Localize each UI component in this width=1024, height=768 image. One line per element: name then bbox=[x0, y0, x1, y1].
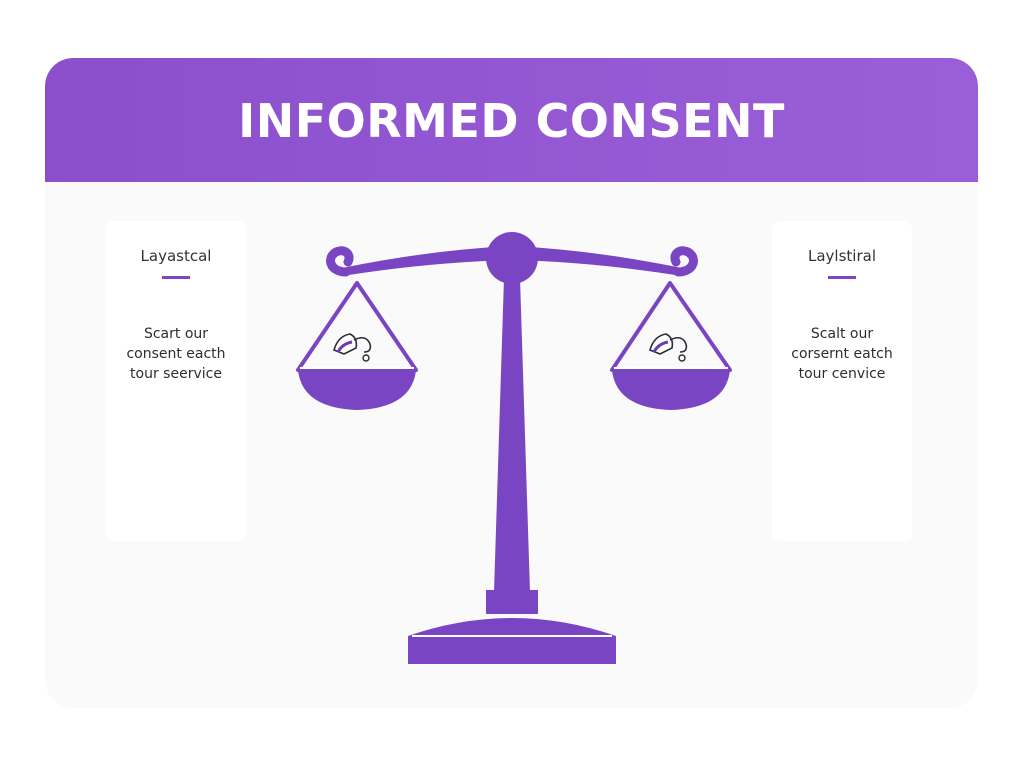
right-panel-line: corsernt eatch bbox=[791, 346, 893, 362]
right-panel-heading: Laylstiral bbox=[808, 247, 876, 265]
left-panel-heading: Layastcal bbox=[140, 247, 212, 265]
left-scale-pan bbox=[296, 281, 418, 410]
scale-base bbox=[408, 590, 616, 664]
left-panel-line: tour seervice bbox=[130, 366, 222, 382]
scale-knob bbox=[486, 232, 538, 284]
header-banner: INFORMED CONSENT bbox=[45, 58, 978, 182]
right-panel-text: Scalt our corsernt eatch tour cenvice bbox=[772, 324, 912, 384]
right-panel-line: tour cenvice bbox=[798, 366, 886, 382]
right-panel-underline bbox=[828, 276, 856, 279]
page-title: INFORMED CONSENT bbox=[238, 94, 785, 148]
left-panel-line: consent eacth bbox=[126, 346, 226, 362]
left-info-panel: Layastcal Scart our consent eacth tour s… bbox=[106, 221, 246, 541]
scale-pillar bbox=[494, 278, 530, 592]
right-info-panel: Laylstiral Scalt our corsernt eatch tour… bbox=[772, 221, 912, 541]
right-scale-pan bbox=[610, 281, 732, 410]
left-panel-line: Scart our bbox=[143, 326, 209, 342]
stethoscope-icon bbox=[649, 333, 688, 362]
left-panel-text: Scart our consent eacth tour seervice bbox=[106, 324, 246, 384]
consent-card: INFORMED CONSENT Layastcal Scart our con… bbox=[45, 58, 978, 708]
right-panel-line: Scalt our bbox=[810, 326, 874, 342]
stethoscope-icon bbox=[333, 333, 372, 362]
left-panel-underline bbox=[162, 276, 190, 279]
beam-right-curl bbox=[670, 246, 698, 277]
beam-left-curl bbox=[326, 246, 354, 277]
